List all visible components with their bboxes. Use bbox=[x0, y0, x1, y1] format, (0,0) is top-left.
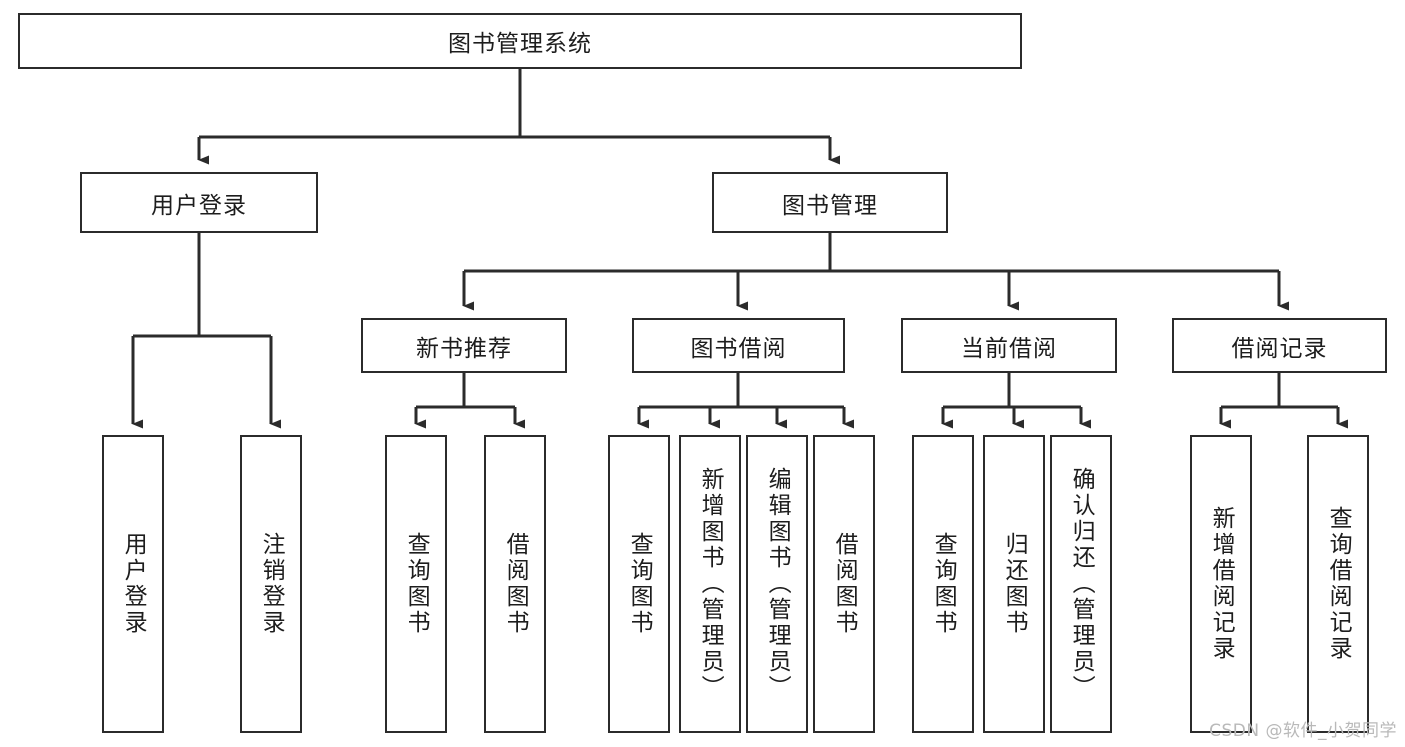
node-leaf-user-login[interactable]: 用户登录 bbox=[102, 435, 164, 733]
node-leaf-cur-return-label: 归还图书 bbox=[1001, 532, 1028, 636]
node-current-borrow[interactable]: 当前借阅 bbox=[901, 318, 1117, 373]
node-new-book-rec[interactable]: 新书推荐 bbox=[361, 318, 567, 373]
node-book-manage[interactable]: 图书管理 bbox=[712, 172, 948, 233]
node-borrow-record[interactable]: 借阅记录 bbox=[1172, 318, 1387, 373]
node-leaf-cur-confirm[interactable]: 确认归还（管理员） bbox=[1050, 435, 1112, 733]
node-root[interactable]: 图书管理系统 bbox=[18, 13, 1022, 69]
node-leaf-user-logout[interactable]: 注销登录 bbox=[240, 435, 302, 733]
node-leaf-cur-query[interactable]: 查询图书 bbox=[912, 435, 974, 733]
node-leaf-cur-return[interactable]: 归还图书 bbox=[983, 435, 1045, 733]
node-book-borrow-label: 图书借阅 bbox=[690, 335, 787, 362]
node-leaf-user-logout-label: 注销登录 bbox=[258, 532, 285, 636]
node-user-login-label: 用户登录 bbox=[151, 192, 247, 219]
node-borrow-record-label: 借阅记录 bbox=[1231, 335, 1328, 362]
node-leaf-cur-confirm-label: 确认归还（管理员） bbox=[1068, 467, 1095, 701]
node-leaf-rec-add-label: 新增借阅记录 bbox=[1208, 506, 1235, 662]
node-new-book-rec-label: 新书推荐 bbox=[416, 335, 512, 362]
node-book-manage-label: 图书管理 bbox=[782, 192, 878, 219]
node-leaf-rec-borrow-label: 借阅图书 bbox=[502, 532, 529, 636]
node-user-login[interactable]: 用户登录 bbox=[80, 172, 318, 233]
node-root-label: 图书管理系统 bbox=[448, 31, 592, 57]
node-leaf-borrow-add[interactable]: 新增图书（管理员） bbox=[679, 435, 741, 733]
node-leaf-rec-borrow[interactable]: 借阅图书 bbox=[484, 435, 546, 733]
node-leaf-rec-search-label: 查询借阅记录 bbox=[1325, 506, 1352, 662]
node-leaf-rec-query-label: 查询图书 bbox=[403, 532, 430, 636]
node-leaf-cur-query-label: 查询图书 bbox=[930, 532, 957, 636]
node-leaf-borrow-query-label: 查询图书 bbox=[626, 532, 653, 636]
node-leaf-borrow-query[interactable]: 查询图书 bbox=[608, 435, 670, 733]
node-leaf-rec-search[interactable]: 查询借阅记录 bbox=[1307, 435, 1369, 733]
node-leaf-borrow-edit-label: 编辑图书（管理员） bbox=[764, 467, 791, 701]
node-current-borrow-label: 当前借阅 bbox=[961, 335, 1057, 362]
node-leaf-borrow-edit[interactable]: 编辑图书（管理员） bbox=[746, 435, 808, 733]
node-book-borrow[interactable]: 图书借阅 bbox=[632, 318, 845, 373]
node-leaf-borrow-add-label: 新增图书（管理员） bbox=[697, 467, 724, 701]
node-leaf-borrow-do[interactable]: 借阅图书 bbox=[813, 435, 875, 733]
node-leaf-rec-query[interactable]: 查询图书 bbox=[385, 435, 447, 733]
node-leaf-borrow-do-label: 借阅图书 bbox=[831, 532, 858, 636]
node-leaf-user-login-label: 用户登录 bbox=[120, 532, 147, 636]
node-leaf-rec-add[interactable]: 新增借阅记录 bbox=[1190, 435, 1252, 733]
